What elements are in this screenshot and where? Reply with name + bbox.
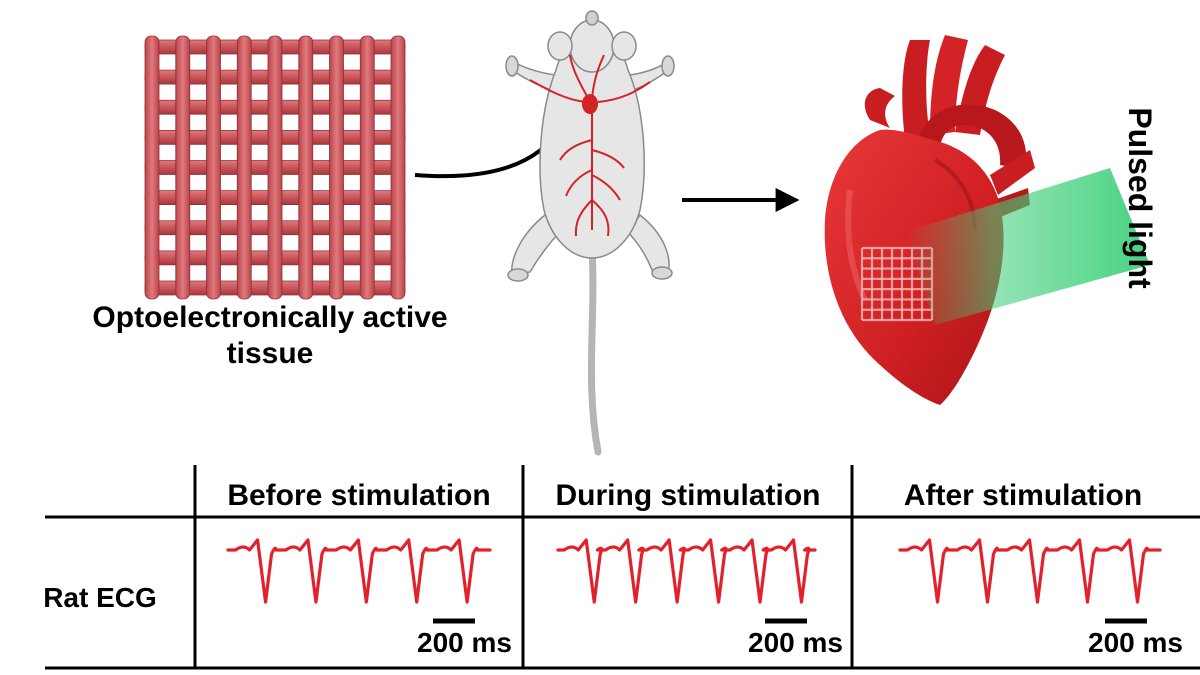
ecg-table-grid	[45, 465, 1200, 670]
scale-label-before: 200 ms	[417, 627, 512, 658]
ecg-trace-during	[556, 538, 817, 604]
column-header-before: Before stimulation	[227, 479, 491, 512]
column-header-after: After stimulation	[903, 479, 1143, 512]
heart-illustration	[824, 35, 1035, 405]
ecg-trace-after	[898, 538, 1162, 604]
scaffold-vertical-bar	[267, 35, 283, 300]
ecg-trace-before	[226, 538, 492, 604]
scaffold-vertical-bar	[298, 35, 314, 300]
tissue-label-line2: tissue	[226, 337, 314, 370]
tissue-label-line1: Optoelectronically active	[92, 301, 448, 334]
scaffold-vertical-bar	[144, 35, 160, 300]
rat-heart	[582, 94, 598, 114]
scale-label-after: 200 ms	[1088, 627, 1183, 658]
scaffold-vertical-bar	[236, 35, 252, 300]
scaffold-vertical-bar	[175, 35, 191, 300]
scaffold-vertical-bar	[206, 35, 221, 300]
tissue-label: Optoelectronically active tissue	[40, 300, 500, 372]
rat-illustration	[505, 10, 675, 456]
row-label-rat-ecg: Rat ECG	[43, 582, 157, 613]
scale-label-during: 200 ms	[748, 627, 843, 658]
scaffold-vertical-bar	[359, 35, 375, 300]
rat-vasculature	[529, 54, 651, 237]
scaffold-lattice	[144, 35, 406, 300]
column-header-during: During stimulation	[555, 479, 821, 512]
pulsed-light-beam	[905, 168, 1150, 325]
scaffold-vertical-bar	[329, 35, 344, 300]
pulsed-light-label: Pulsed light	[1122, 107, 1158, 289]
scaffold-vertical-bar	[390, 35, 406, 300]
